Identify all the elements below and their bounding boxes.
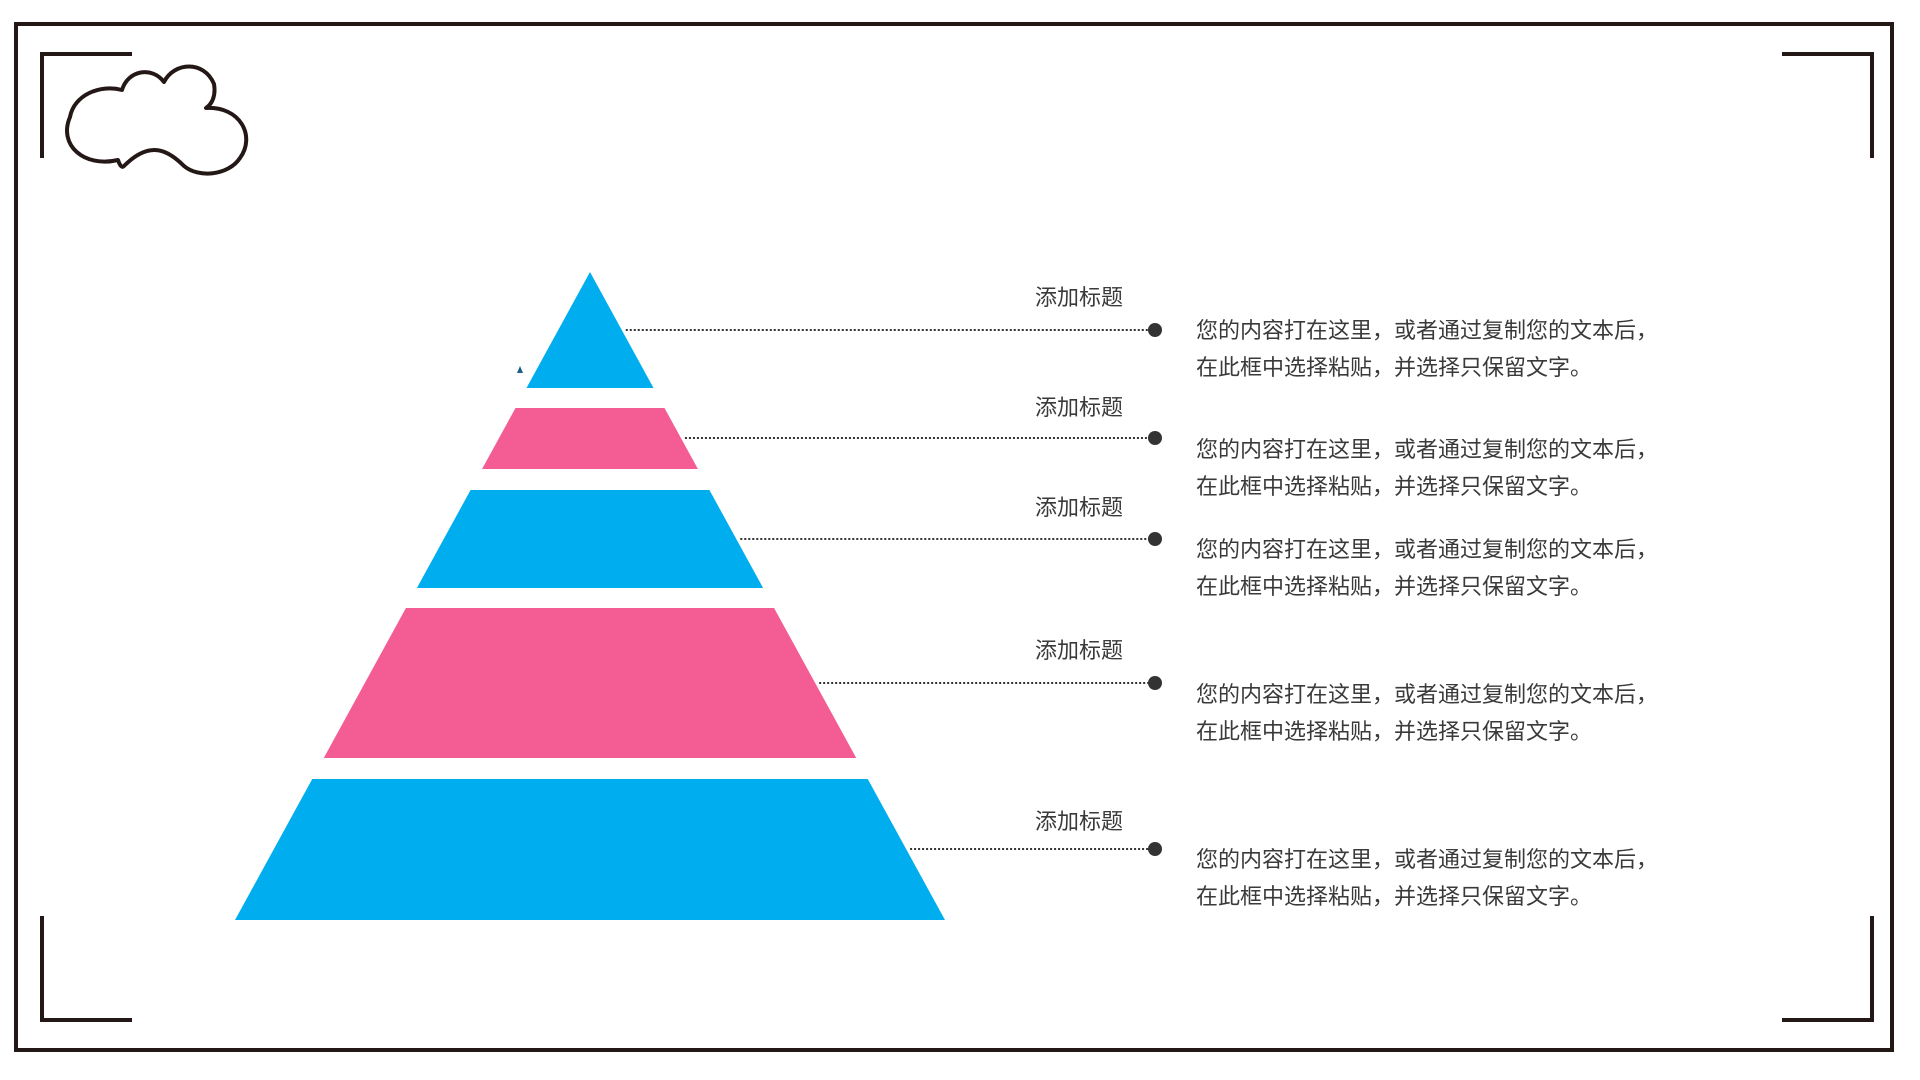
- level-4-title: 添加标题: [1034, 639, 1123, 664]
- pyramid-tier-3: [416, 490, 764, 588]
- connector-dot-1: [1148, 323, 1162, 337]
- connector-dot-3: [1148, 532, 1162, 546]
- pyramid-connectors: [625, 323, 1162, 856]
- cloud-outline-icon: [65, 64, 249, 176]
- level-3-description: 您的内容打在这里，或者通过复制您的文本后， 在此框中选择粘贴，并选择只保留文字。: [1196, 532, 1658, 606]
- level-3-description-line1: 您的内容打在这里，或者通过复制您的文本后，: [1196, 538, 1659, 563]
- corner-bracket-top-right: [1782, 52, 1874, 158]
- level-2-description-line1: 您的内容打在这里，或者通过复制您的文本后，: [1196, 438, 1659, 463]
- connector-dot-5: [1148, 842, 1162, 856]
- level-4-description: 您的内容打在这里，或者通过复制您的文本后， 在此框中选择粘贴，并选择只保留文字。: [1196, 677, 1658, 751]
- corner-bracket-top-left: [40, 52, 132, 158]
- pyramid-tier-5: [235, 779, 945, 920]
- level-4-description-line2: 在此框中选择粘贴，并选择只保留文字。: [1196, 720, 1593, 745]
- level-5-description-line2: 在此框中选择粘贴，并选择只保留文字。: [1196, 885, 1593, 910]
- level-3-description-line2: 在此框中选择粘贴，并选择只保留文字。: [1196, 575, 1593, 600]
- level-1-description: 您的内容打在这里，或者通过复制您的文本后， 在此框中选择粘贴，并选择只保留文字。: [1196, 313, 1658, 387]
- level-5-title: 添加标题: [1034, 810, 1123, 835]
- connector-dot-4: [1148, 676, 1162, 690]
- pyramid-tiers: [235, 272, 945, 920]
- level-2-description-line2: 在此框中选择粘贴，并选择只保留文字。: [1196, 475, 1593, 500]
- connector-dot-2: [1148, 431, 1162, 445]
- level-3-title: 添加标题: [1034, 496, 1123, 521]
- level-2-title: 添加标题: [1034, 396, 1123, 421]
- level-1-description-line1: 您的内容打在这里，或者通过复制您的文本后，: [1196, 319, 1659, 344]
- level-1-description-line2: 在此框中选择粘贴，并选择只保留文字。: [1196, 356, 1593, 381]
- corner-bracket-bottom-left: [40, 916, 132, 1022]
- pyramid-tier-2: [482, 408, 698, 469]
- level-5-description-line1: 您的内容打在这里，或者通过复制您的文本后，: [1196, 848, 1659, 873]
- small-mark-icon: [517, 366, 523, 373]
- slide-frame: [14, 22, 1894, 1052]
- level-1-title: 添加标题: [1034, 286, 1123, 311]
- level-2-description: 您的内容打在这里，或者通过复制您的文本后， 在此框中选择粘贴，并选择只保留文字。: [1196, 432, 1658, 506]
- pyramid-tier-1: [526, 272, 654, 388]
- corner-bracket-bottom-right: [1782, 916, 1874, 1022]
- pyramid-tier-4: [323, 608, 857, 758]
- level-5-description: 您的内容打在这里，或者通过复制您的文本后， 在此框中选择粘贴，并选择只保留文字。: [1196, 842, 1658, 916]
- level-4-description-line1: 您的内容打在这里，或者通过复制您的文本后，: [1196, 683, 1659, 708]
